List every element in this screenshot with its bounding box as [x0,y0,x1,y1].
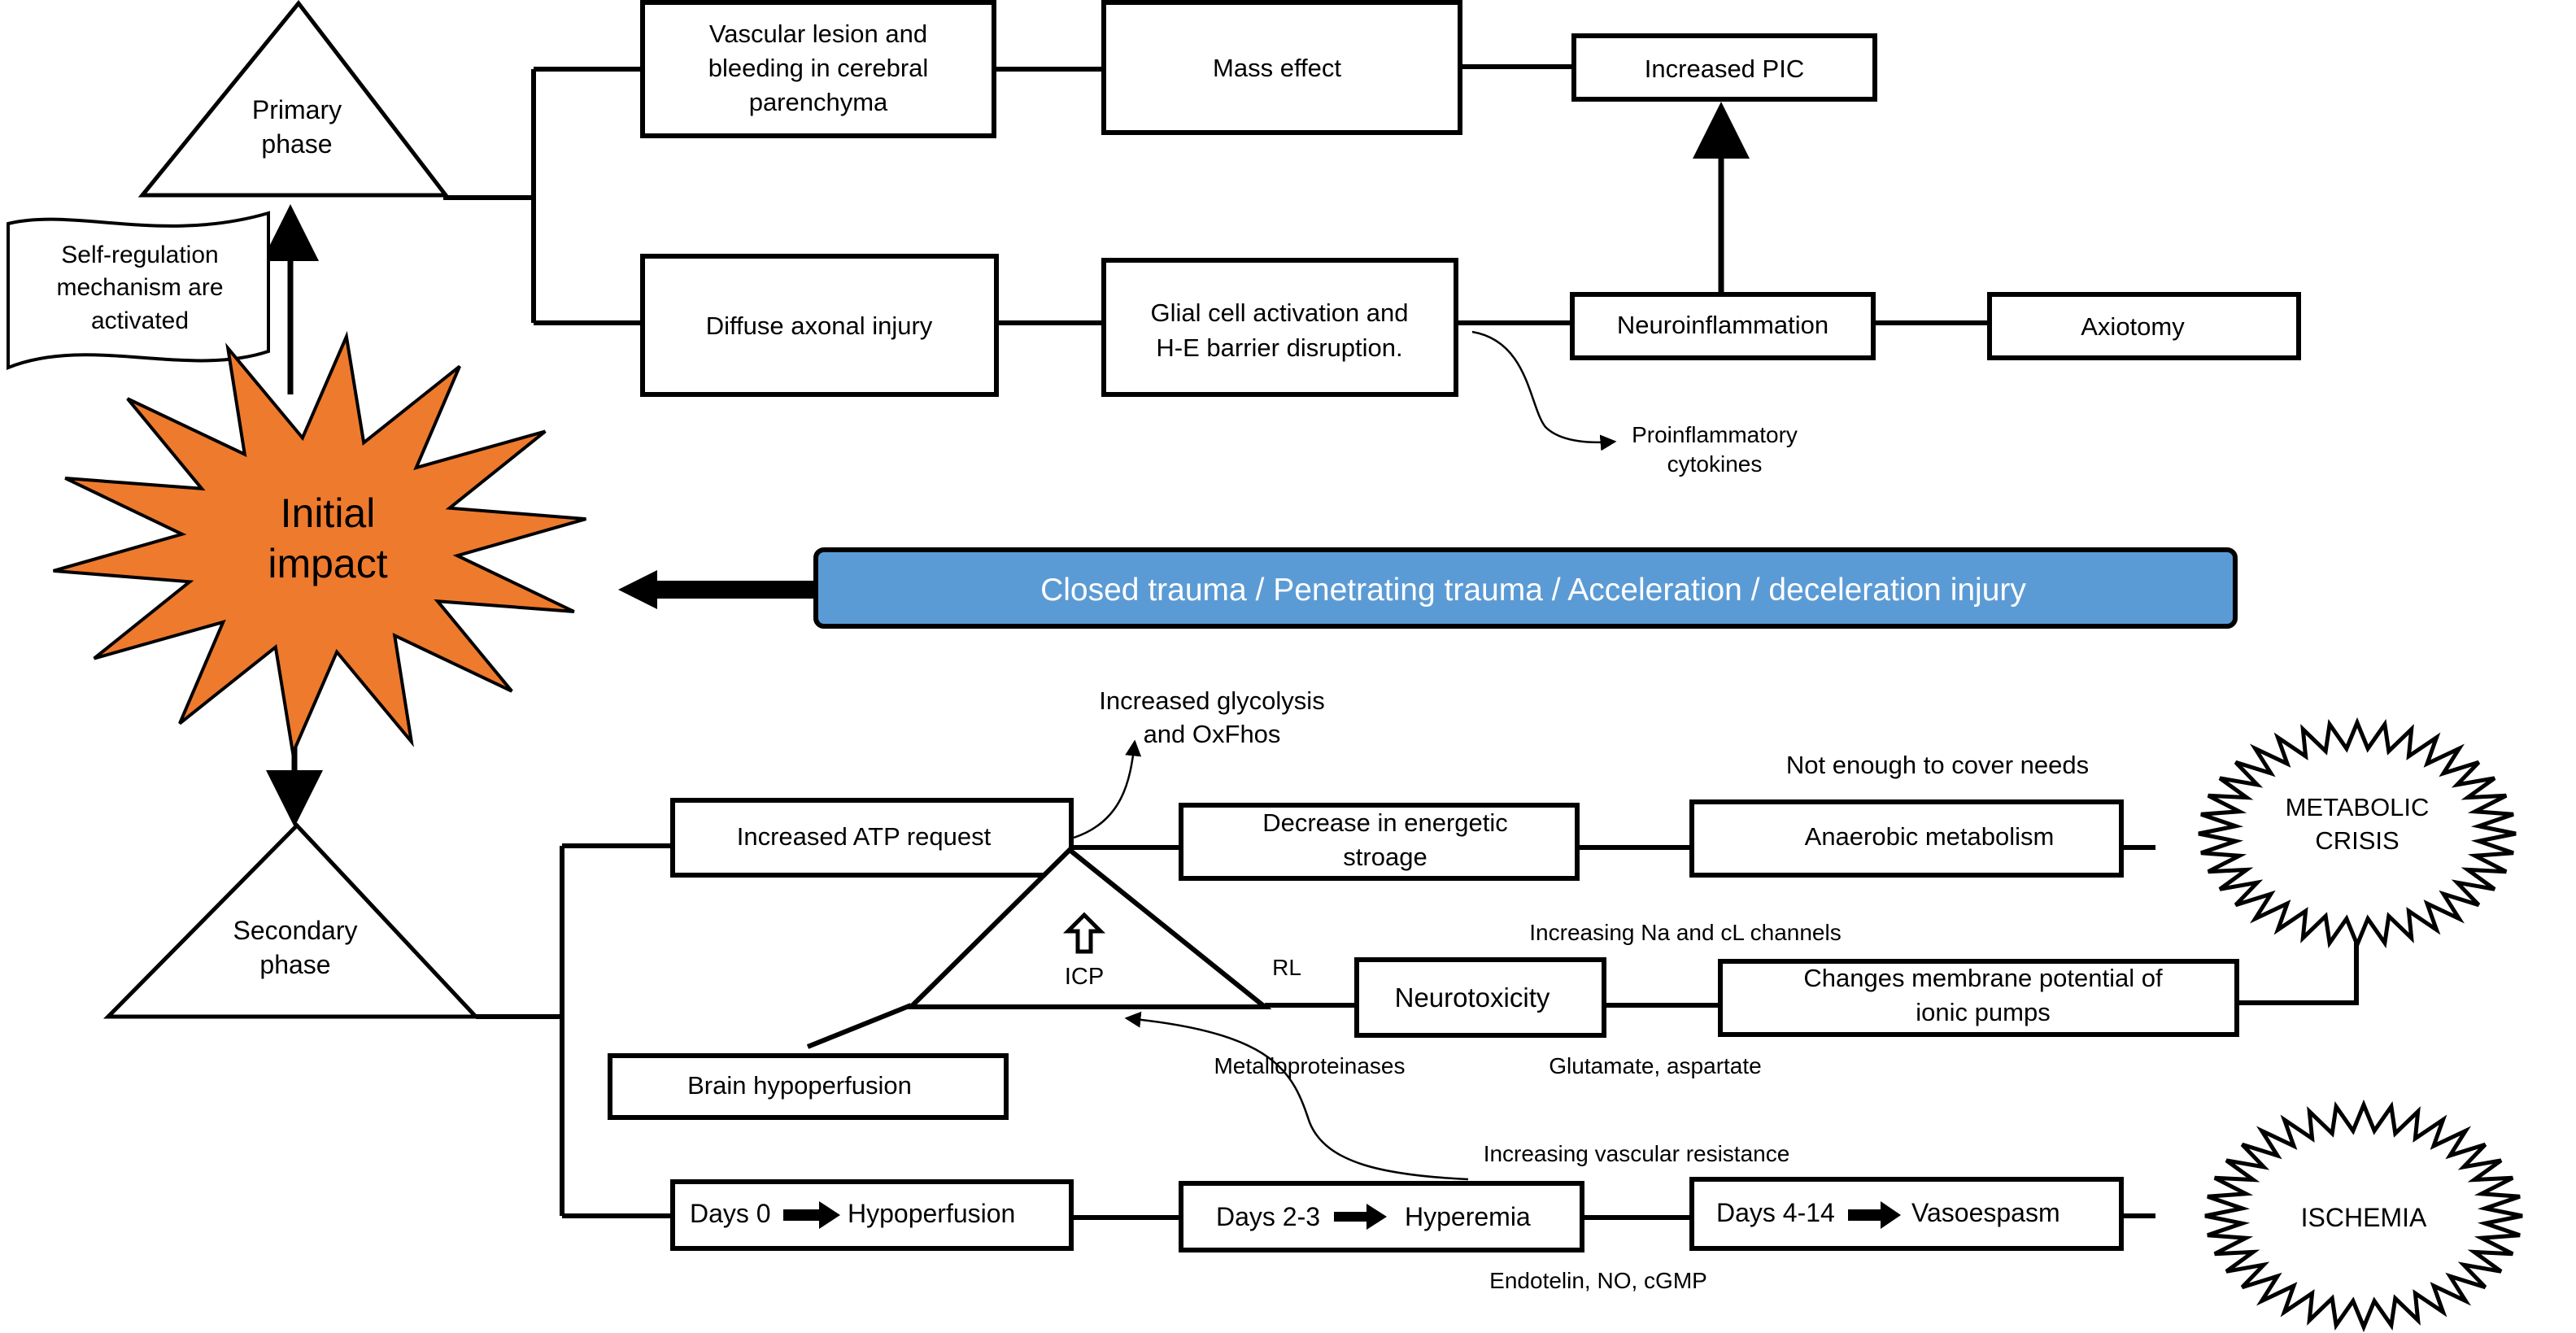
self-regulation-banner [7,211,270,370]
hyperemia-label: Hyperemia [1405,1202,1531,1231]
glial-activation-box [1101,258,1458,397]
proinflammatory-line2: cytokines [1667,451,1763,477]
vascular-lesion-line3: parenchyma [749,88,888,116]
brain-hypoperfusion-text: Brain hypoperfusion [687,1071,912,1100]
line-membrane-to-crisis [2237,939,2359,1005]
self-regulation-line2: mechanism are [56,274,223,301]
secondary-phase-label-line2: phase [259,950,330,979]
self-regulation-line1: Self-regulation [61,242,218,268]
trauma-types-bar [813,547,2238,629]
secondary-phase-label-line1: Secondary [233,916,358,945]
glial-activation-line2: H-E barrier disruption. [1156,333,1402,362]
hypoperfusion-label: Hypoperfusion [848,1199,1015,1228]
line-hypoperfusion-to-icp [806,1003,913,1049]
endotelin-text: Endotelin, NO, cGMP [1489,1268,1707,1293]
initial-impact-line2: impact [268,541,387,586]
vascular-lesion-line1: Vascular lesion and [709,20,927,48]
atp-request-box [670,798,1074,878]
vasospasm-label: Vasoespasm [1911,1198,2060,1227]
not-enough-text: Not enough to cover needs [1786,751,2089,779]
brain-hypoperfusion-box [608,1053,1009,1120]
membrane-potential-line2: ionic pumps [1916,998,2050,1026]
primary-phase-label-line2: phase [261,129,332,159]
days4-14-label: Days 4-14 [1716,1198,1835,1227]
ischemia-text: ISCHEMIA [2301,1203,2427,1232]
increased-pic-text: Increased PIC [1645,54,1804,83]
vascular-resistance-text: Increasing vascular resistance [1484,1141,1790,1166]
arrow-hyperemia-to-icp [1124,1011,1469,1181]
self-regulation-line3: activated [91,307,189,334]
neurotoxicity-text: Neurotoxicity [1395,982,1550,1013]
increased-pic-box [1571,33,1877,102]
trauma-types-text: Closed trauma / Penetrating trauma / Acc… [1040,573,2026,608]
days0-box [670,1179,1074,1251]
proinflammatory-line1: Proinflammatory [1632,422,1798,447]
neurotoxicity-box [1354,957,1606,1038]
days2-3-arrow-icon [1334,1204,1387,1230]
ischemia-burst [2204,1099,2523,1333]
days2-3-label: Days 2-3 [1216,1202,1320,1231]
mass-effect-box [1101,0,1462,135]
metalloproteinases-text: Metalloproteinases [1214,1053,1405,1078]
initial-impact-starburst [53,330,586,760]
membrane-potential-line1: Changes membrane potential of [1803,964,2163,992]
vascular-lesion-box [640,0,996,138]
metabolic-crisis-line2: CRISIS [2315,826,2399,855]
energetic-storage-box [1179,803,1580,881]
days4-14-box [1689,1177,2124,1251]
anaerobic-box [1689,799,2124,878]
glutamate-text: Glutamate, aspartate [1549,1053,1761,1078]
secondary-phase-triangle [103,822,481,1019]
energetic-storage-line1: Decrease in energetic [1262,808,1508,837]
na-cl-channels-text: Increasing Na and cL channels [1529,920,1841,945]
days0-label: Days 0 [690,1199,771,1228]
neuroinflammation-text: Neuroinflammation [1617,311,1828,339]
days4-14-arrow-icon [1848,1201,1901,1229]
mass-effect-text: Mass effect [1213,54,1341,82]
connector-lines [443,64,2359,1220]
arrow-atp-to-glycolysis [1073,739,1142,839]
axiotomy-box [1987,292,2301,360]
glycolysis-line2: and OxFhos [1144,720,1281,748]
glial-activation-line1: Glial cell activation and [1150,298,1408,327]
icp-up-arrow-icon [1062,912,1106,954]
icp-text: ICP [1065,964,1104,990]
trauma-arrow [618,570,813,609]
days0-arrow-icon [783,1201,840,1229]
diffuse-axonal-box [640,254,999,397]
arrow-glial-to-cytokines [1471,330,1617,451]
rl-text: RL [1272,955,1301,980]
initial-impact-line1: Initial [281,490,376,536]
diffuse-axonal-text: Diffuse axonal injury [706,311,933,340]
metabolic-crisis-line1: METABOLIC [2286,793,2430,821]
membrane-potential-box [1718,959,2239,1037]
neuroinflammation-box [1570,292,1876,360]
atp-request-text: Increased ATP request [737,822,992,851]
primary-phase-triangle [137,0,451,198]
vascular-lesion-line2: bleeding in cerebral [708,54,929,82]
energetic-storage-line2: stroage [1343,843,1427,871]
primary-phase-label-line1: Primary [252,95,342,124]
glycolysis-line1: Increased glycolysis [1099,686,1324,715]
trauma-arrow-head [618,570,657,609]
axiotomy-text: Axiotomy [2081,312,2185,341]
trauma-arrow-shaft [651,581,813,599]
metabolic-crisis-burst [2198,717,2517,951]
anaerobic-text: Anaerobic metabolism [1805,822,2055,851]
